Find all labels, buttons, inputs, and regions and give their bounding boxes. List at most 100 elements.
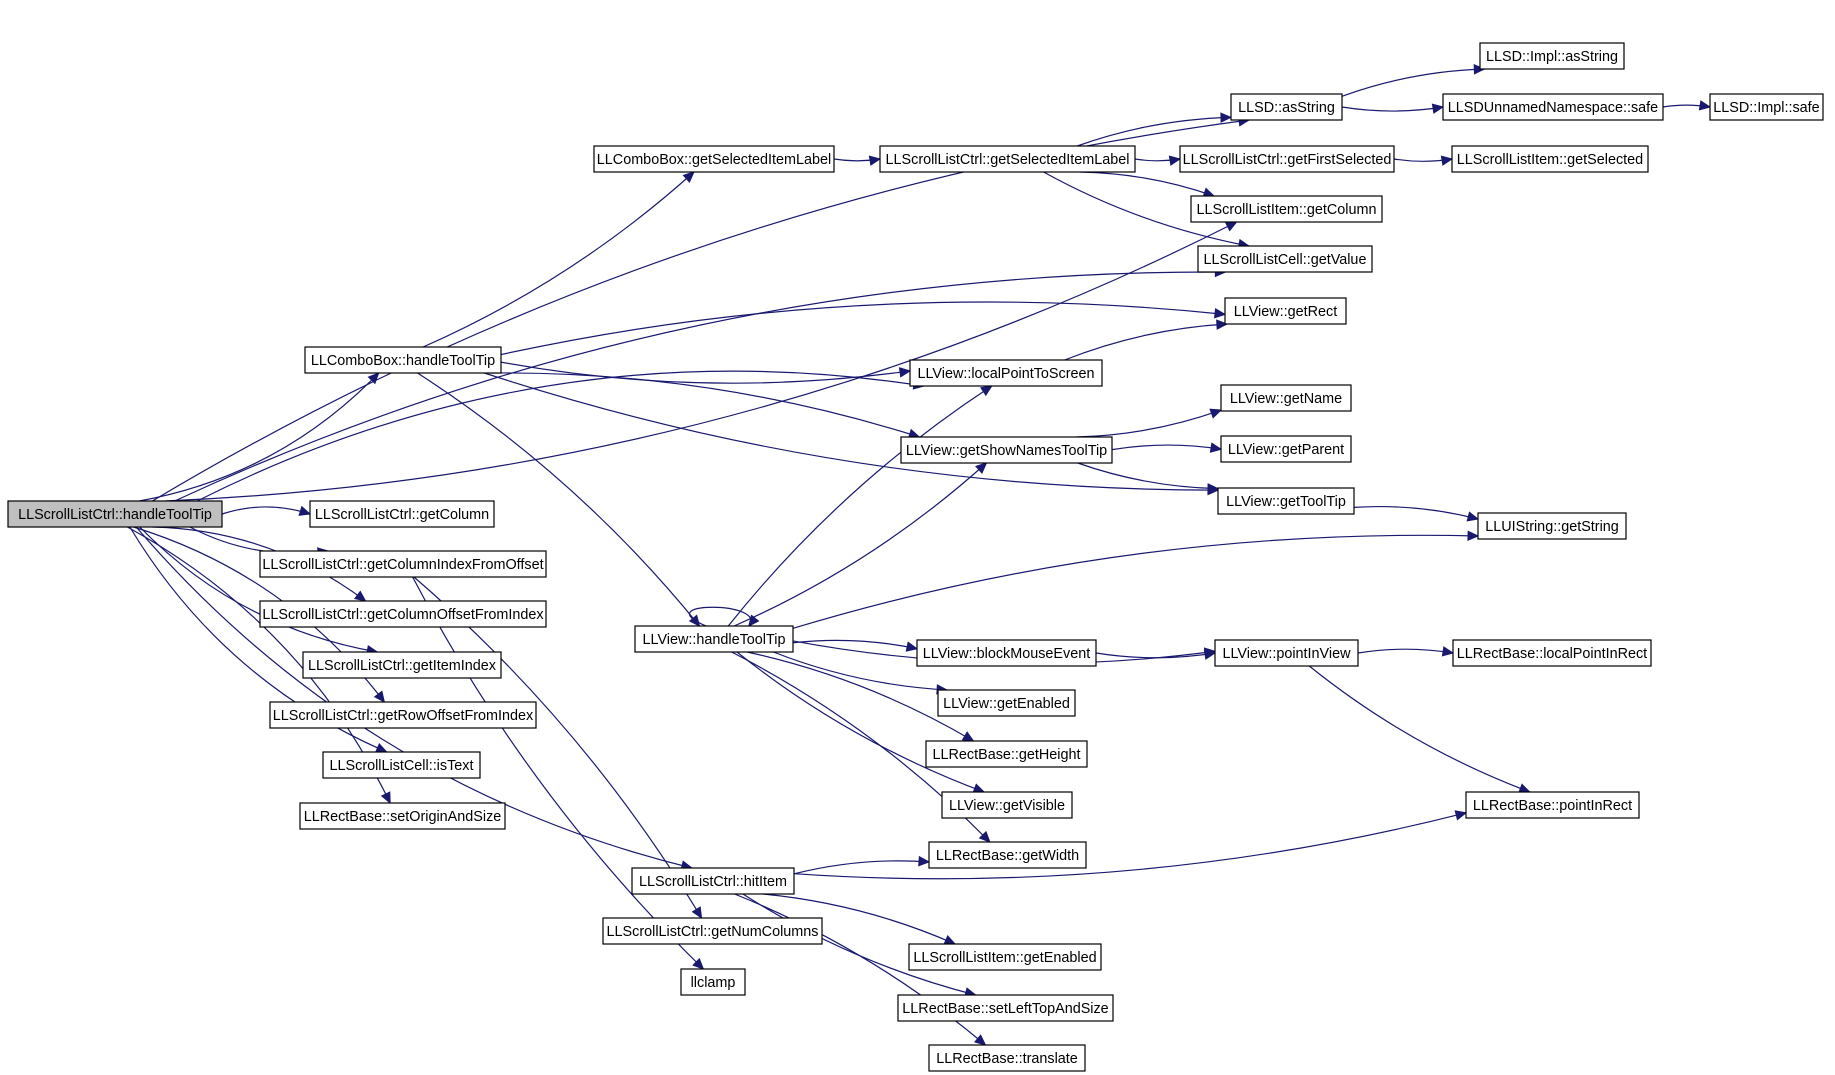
- graph-node-viewGetEnabled[interactable]: LLView::getEnabled: [937, 689, 1076, 717]
- edge-arrowhead: [980, 385, 993, 397]
- edge-line: [792, 639, 918, 650]
- graph-node-implSafe[interactable]: LLSD::Impl::safe: [1709, 93, 1824, 121]
- graph-node-rectPointInRect[interactable]: LLRectBase::pointInRect: [1465, 791, 1640, 819]
- node-label: LLScrollListCtrl::handleToolTip: [18, 507, 212, 523]
- graph-node-viewHandleToolTip[interactable]: LLView::handleToolTip: [634, 625, 794, 653]
- graph-node-pointInView[interactable]: LLView::pointInView: [1214, 639, 1359, 667]
- node-label: LLSD::asString: [1238, 100, 1335, 116]
- graph-node-getFirstSelected[interactable]: LLScrollListCtrl::getFirstSelected: [1179, 145, 1395, 173]
- edge-ctrlGetSelLabel-to-llsdAsString: [1077, 112, 1233, 147]
- node-label: LLRectBase::setOriginAndSize: [304, 809, 502, 825]
- graph-node-getItemIndex[interactable]: LLScrollListCtrl::getItemIndex: [302, 651, 502, 679]
- graph-node-viewGetRect[interactable]: LLView::getRect: [1224, 297, 1347, 325]
- edge-viewHandleToolTip-to-rectGetHeight: [746, 651, 975, 742]
- graph-node-setLeftTopAndSize[interactable]: LLRectBase::setLeftTopAndSize: [897, 994, 1114, 1022]
- edge-ctrlGetSelLabel-to-itemGetColumn: [1080, 171, 1216, 198]
- graph-node-hitItem[interactable]: LLScrollListCtrl::hitItem: [631, 867, 795, 895]
- node-box: [1220, 435, 1352, 463]
- node-label: LLView::getEnabled: [943, 696, 1070, 712]
- edge-line: [773, 651, 948, 691]
- edge-arrowhead: [943, 934, 957, 945]
- graph-node-getShowNamesToolTip[interactable]: LLView::getShowNamesToolTip: [900, 436, 1113, 464]
- node-box: [1479, 42, 1625, 70]
- graph-node-uistringGetString[interactable]: LLUIString::getString: [1477, 512, 1627, 540]
- graph-node-unnamedSafe[interactable]: LLSDUnnamedNamespace::safe: [1442, 93, 1664, 121]
- graph-node-viewGetName[interactable]: LLView::getName: [1220, 384, 1352, 412]
- graph-node-implAsString[interactable]: LLSD::Impl::asString: [1479, 42, 1625, 70]
- edge-comboHandleToolTip-to-viewGetToolTip: [484, 372, 1220, 496]
- edge-getShowNamesToolTip-to-viewGetName: [1076, 408, 1223, 438]
- edge-line: [793, 860, 930, 875]
- graph-node-blockMouseEvent[interactable]: LLView::blockMouseEvent: [916, 639, 1097, 667]
- edge-arrowhead: [1203, 649, 1217, 660]
- graph-node-root[interactable]: LLScrollListCtrl::handleToolTip: [7, 500, 223, 528]
- graph-node-getRowOffFromIdx[interactable]: LLScrollListCtrl::getRowOffsetFromIndex: [269, 701, 537, 729]
- edge-line: [135, 526, 692, 869]
- node-box: [259, 550, 547, 578]
- edge-viewHandleToolTip-to-viewHandleToolTip: [688, 606, 760, 627]
- graph-node-ctrlGetSelLabel[interactable]: LLScrollListCtrl::getSelectedItemLabel: [879, 145, 1136, 173]
- edge-line: [762, 893, 956, 945]
- edge-arrowhead: [1473, 64, 1486, 75]
- node-box: [879, 145, 1136, 173]
- node-box: [928, 1044, 1086, 1072]
- node-label: LLScrollListCtrl::hitItem: [639, 874, 787, 890]
- graph-node-setOriginAndSize[interactable]: LLRectBase::setOriginAndSize: [299, 802, 506, 830]
- edge-line: [484, 372, 1219, 491]
- edge-line: [727, 385, 993, 627]
- node-label: LLScrollListCtrl::getFirstSelected: [1183, 152, 1392, 168]
- edge-line: [189, 526, 329, 554]
- edge-line: [152, 526, 366, 602]
- graph-node-comboHandleToolTip[interactable]: LLComboBox::handleToolTip: [304, 346, 502, 374]
- node-label: LLView::pointInView: [1222, 646, 1351, 662]
- edge-arrowhead: [898, 367, 912, 378]
- edge-arrowhead: [975, 462, 988, 474]
- graph-node-llclamp[interactable]: llclamp: [680, 968, 746, 996]
- node-box: [299, 802, 506, 830]
- graph-node-itemGetColumn[interactable]: LLScrollListItem::getColumn: [1190, 195, 1383, 223]
- edge-comboHandleToolTip-to-viewHandleToolTip: [417, 372, 701, 627]
- edge-line: [221, 506, 311, 515]
- graph-node-viewGetParent[interactable]: LLView::getParent: [1220, 435, 1352, 463]
- edge-line: [1043, 171, 1250, 247]
- edge-getFirstSelected-to-itemGetSelected: [1393, 155, 1454, 166]
- edge-blockMouseEvent-to-pointInView: [1095, 649, 1217, 660]
- graph-node-localPointInRect[interactable]: LLRectBase::localPointInRect: [1452, 639, 1652, 667]
- graph-node-getColOffFromIdx[interactable]: LLScrollListCtrl::getColumnOffsetFromInd…: [259, 600, 547, 628]
- node-label: LLView::localPointToScreen: [917, 366, 1094, 382]
- graph-node-viewGetVisible[interactable]: LLView::getVisible: [941, 791, 1073, 819]
- graph-node-itemGetSelected[interactable]: LLScrollListItem::getSelected: [1451, 145, 1649, 173]
- node-box: [680, 968, 746, 996]
- edge-viewGetToolTip-to-uistringGetString: [1353, 505, 1480, 522]
- node-label: LLView::getRect: [1234, 304, 1337, 320]
- graph-node-rectGetWidth[interactable]: LLRectBase::getWidth: [928, 841, 1087, 869]
- graph-node-getColIdxFromOff[interactable]: LLScrollListCtrl::getColumnIndexFromOffs…: [259, 550, 547, 578]
- node-box: [1442, 93, 1664, 121]
- graph-node-getNumColumns[interactable]: LLScrollListCtrl::getNumColumns: [602, 917, 823, 945]
- graph-node-comboGetSelLabel[interactable]: LLComboBox::getSelectedItemLabel: [593, 145, 835, 173]
- edge-line: [793, 812, 1467, 880]
- graph-node-rectGetHeight[interactable]: LLRectBase::getHeight: [925, 740, 1088, 768]
- graph-node-viewGetToolTip[interactable]: LLView::getToolTip: [1217, 487, 1355, 515]
- edge-pointInView-to-rectPointInRect: [1308, 665, 1531, 794]
- graph-node-cellGetValue[interactable]: LLScrollListCell::getValue: [1197, 245, 1373, 273]
- graph-node-cellIsText[interactable]: LLScrollListCell::isText: [322, 751, 481, 779]
- node-box: [1224, 297, 1347, 325]
- edge-arrowhead: [380, 791, 391, 805]
- node-label: LLScrollListCtrl::getSelectedItemLabel: [886, 152, 1130, 168]
- edge-line: [196, 370, 924, 502]
- edge-root-to-getColumn_ctrl: [221, 505, 312, 516]
- graph-node-localPointToScreen[interactable]: LLView::localPointToScreen: [909, 359, 1103, 387]
- edge-root-to-comboHandleToolTip: [139, 372, 380, 502]
- graph-node-rectTranslate[interactable]: LLRectBase::translate: [928, 1044, 1086, 1072]
- edge-line: [746, 651, 974, 742]
- graph-node-llsdAsString[interactable]: LLSD::asString: [1230, 93, 1343, 121]
- graph-node-getColumn_ctrl[interactable]: LLScrollListCtrl::getColumn: [309, 500, 495, 528]
- edge-arrowhead: [973, 1034, 987, 1046]
- node-box: [309, 500, 495, 528]
- graph-node-itemGetEnabled[interactable]: LLScrollListItem::getEnabled: [908, 943, 1102, 971]
- edge-line: [129, 526, 387, 753]
- edge-line: [1357, 648, 1454, 654]
- edge-line: [1341, 106, 1444, 112]
